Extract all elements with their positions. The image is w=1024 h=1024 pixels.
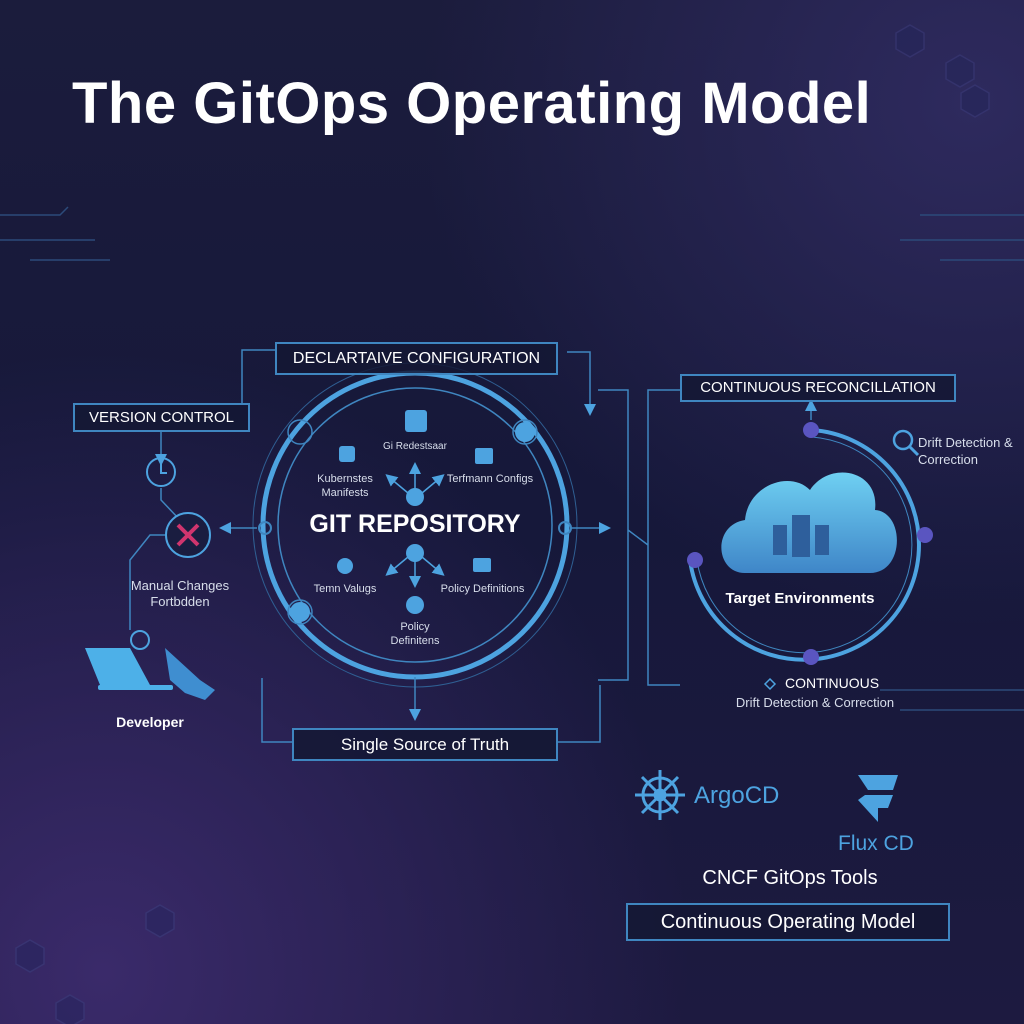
cncf-tools-caption: CNCF GitOps Tools bbox=[702, 867, 878, 889]
continuous-label: CONTINUOUS bbox=[785, 675, 880, 691]
cloud-icon bbox=[721, 472, 897, 573]
manual-changes-label: Manual Changes Fortbdden bbox=[130, 578, 230, 609]
fluxcd-label: Flux CD bbox=[838, 832, 914, 855]
developer-icon bbox=[85, 630, 215, 700]
search-icon bbox=[892, 429, 914, 451]
repo-item: Terfmann Configs bbox=[446, 473, 534, 485]
repo-item: Kubernstes Manifests bbox=[317, 473, 373, 499]
kubernetes-icon bbox=[339, 446, 355, 462]
version-control-box: VERSION CONTROL bbox=[73, 403, 250, 432]
repo-item: Policy Definitens bbox=[390, 621, 440, 647]
continuous-reconciliation-box: CONTINUOUS RECONCILLATION bbox=[680, 374, 956, 402]
target-environments-label: Target Environments bbox=[725, 590, 875, 607]
policy-shield-icon bbox=[406, 596, 424, 614]
declarative-configuration-box: DECLARTAIVE CONFIGURATION bbox=[275, 342, 558, 375]
git-repository-title: GIT REPOSITORY bbox=[309, 510, 521, 538]
repo-item: Gi Redestsaar bbox=[383, 441, 447, 452]
clock-icon bbox=[146, 457, 176, 487]
drift-detection-label: Drift Detection & Correction bbox=[918, 435, 1013, 467]
page-title: The GitOps Operating Model bbox=[72, 71, 872, 136]
policy-icon bbox=[473, 558, 491, 572]
repo-item: Temn Valugs bbox=[313, 583, 377, 595]
argocd-label: ArgoCD bbox=[694, 782, 780, 809]
terraform-icon bbox=[475, 448, 493, 464]
repo-item: Policy Definitions bbox=[440, 583, 525, 595]
values-icon bbox=[337, 558, 353, 574]
developer-label: Developer bbox=[116, 714, 184, 730]
continuous-drift-label: Drift Detection & Correction bbox=[735, 695, 895, 710]
continuous-operating-model-box: Continuous Operating Model bbox=[626, 903, 950, 941]
fluxcd-logo bbox=[858, 775, 898, 822]
argocd-logo bbox=[635, 770, 685, 820]
diamond-icon bbox=[763, 677, 777, 691]
single-source-of-truth-box: Single Source of Truth bbox=[292, 728, 558, 761]
database-icon bbox=[405, 410, 427, 432]
